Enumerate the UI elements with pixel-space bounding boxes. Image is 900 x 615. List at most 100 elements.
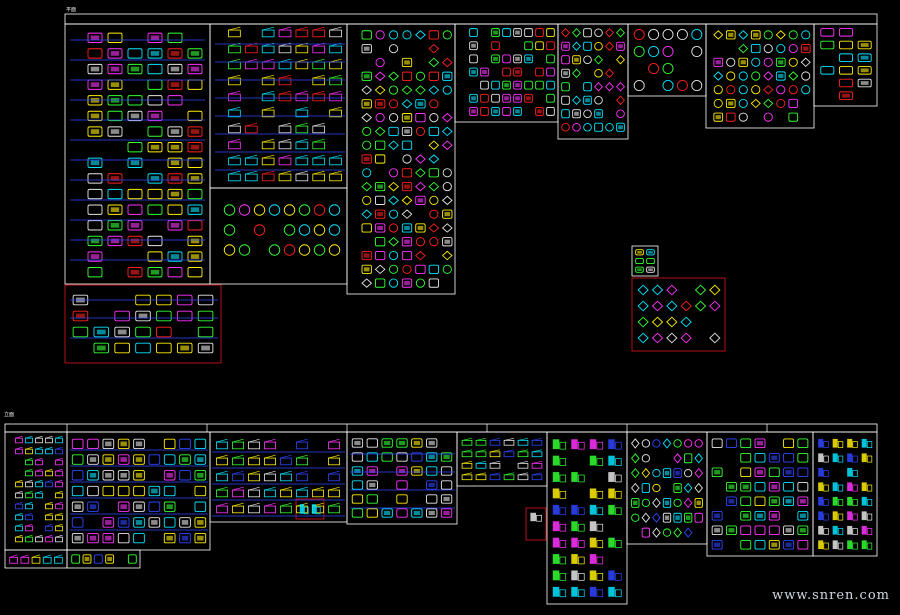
- plan-symbol: [228, 125, 241, 134]
- plan-symbol: [778, 73, 784, 79]
- elev-symbol: [823, 542, 829, 550]
- elev-symbol: [179, 454, 191, 465]
- elev-symbol: [631, 453, 640, 464]
- elev-symbol: [327, 473, 340, 482]
- plan-symbol: [187, 79, 203, 90]
- plan-symbol: [857, 53, 872, 62]
- elev-symbol: [652, 439, 661, 448]
- elev-symbol: [55, 512, 63, 516]
- elev-symbol: [25, 470, 33, 477]
- elev-symbol: [714, 528, 721, 533]
- plan-symbol: [401, 223, 413, 233]
- elev-symbol: [15, 523, 23, 527]
- plan-symbol: [502, 67, 511, 77]
- plan-symbol: [820, 28, 835, 37]
- plan-symbol: [313, 204, 326, 216]
- plan-symbol: [763, 71, 774, 81]
- plan-symbol: [147, 48, 163, 59]
- elev-symbol: [351, 452, 364, 462]
- elev-symbol: [757, 513, 763, 518]
- elev-symbol: [662, 512, 672, 523]
- elev-symbol: [35, 479, 43, 483]
- elev-symbol: [181, 520, 189, 525]
- plan-symbol: [726, 57, 736, 67]
- plan-symbol: [480, 107, 489, 116]
- plan-symbol: [361, 264, 372, 274]
- elev-symbol: [652, 468, 661, 478]
- plan-symbol: [228, 106, 241, 111]
- elev-symbol: [304, 506, 309, 515]
- plan-symbol: [187, 63, 203, 75]
- elev-symbol: [531, 451, 543, 458]
- elev-symbol: [105, 457, 112, 462]
- elev-symbol: [120, 441, 127, 447]
- elev-symbol: [426, 466, 438, 476]
- elev-symbol: [559, 474, 567, 483]
- plan-symbol: [415, 264, 426, 274]
- plan-symbol: [377, 225, 383, 231]
- elev-symbol: [489, 439, 501, 446]
- elev-block-4: [346, 431, 458, 525]
- elev-symbol: [837, 455, 844, 463]
- elev-symbol: [413, 468, 420, 474]
- plan-symbol: [388, 140, 399, 150]
- elev-symbol: [411, 452, 423, 462]
- plan-symbol: [839, 53, 853, 62]
- elev-symbol: [264, 454, 276, 459]
- elev-symbol: [785, 470, 792, 475]
- plan-symbol: [130, 238, 140, 244]
- plan-symbol: [493, 30, 498, 35]
- elev-symbol: [133, 517, 145, 528]
- elev-symbol: [578, 573, 585, 581]
- elev-symbol: [89, 504, 97, 510]
- elev-symbol: [328, 438, 340, 443]
- plan-symbol: [312, 157, 326, 166]
- plan-symbol: [170, 191, 180, 197]
- elev-symbol: [232, 502, 244, 507]
- plan-symbol: [535, 80, 544, 90]
- elev-symbol: [25, 490, 33, 494]
- plan-symbol: [726, 71, 736, 81]
- plan-symbol: [417, 198, 424, 203]
- elev-symbol: [861, 511, 867, 521]
- elev-symbol: [396, 508, 408, 518]
- elev-symbol: [55, 435, 63, 439]
- plan-symbol: [801, 85, 811, 95]
- plan-symbol: [167, 220, 183, 231]
- elev-symbol: [89, 535, 97, 541]
- elev-symbol: [117, 517, 130, 528]
- elev-symbol: [25, 503, 33, 510]
- elev-symbol: [673, 498, 682, 508]
- plan-symbol: [651, 316, 664, 328]
- elev-symbol: [279, 457, 292, 466]
- elev-symbol: [107, 556, 113, 562]
- plan-symbol: [278, 29, 292, 38]
- plan-symbol: [561, 41, 570, 51]
- elev-symbol: [354, 440, 361, 446]
- elev-symbol: [571, 439, 578, 450]
- elev-symbol: [799, 528, 806, 533]
- plan-symbol: [72, 310, 89, 322]
- elev-symbol: [15, 514, 23, 521]
- plan-symbol: [637, 332, 649, 344]
- elev-symbol: [102, 485, 115, 497]
- plan-symbol: [278, 77, 292, 86]
- elev-symbol: [552, 554, 560, 564]
- plan-symbol: [90, 35, 100, 41]
- elev-symbol: [105, 554, 115, 564]
- elev-symbol: [247, 489, 260, 498]
- elev-symbol: [299, 504, 304, 514]
- elev-symbol: [248, 502, 260, 507]
- elev-symbol: [411, 466, 423, 476]
- elev-symbol: [247, 505, 260, 514]
- elev-symbol: [559, 491, 567, 499]
- plan-symbol: [429, 195, 439, 205]
- elev-symbol: [15, 437, 23, 444]
- plan-symbol: [170, 144, 180, 150]
- plan-symbol: [374, 140, 386, 150]
- plan-symbol: [515, 30, 520, 35]
- elev-symbol: [327, 489, 340, 498]
- elev-symbol: [740, 539, 752, 550]
